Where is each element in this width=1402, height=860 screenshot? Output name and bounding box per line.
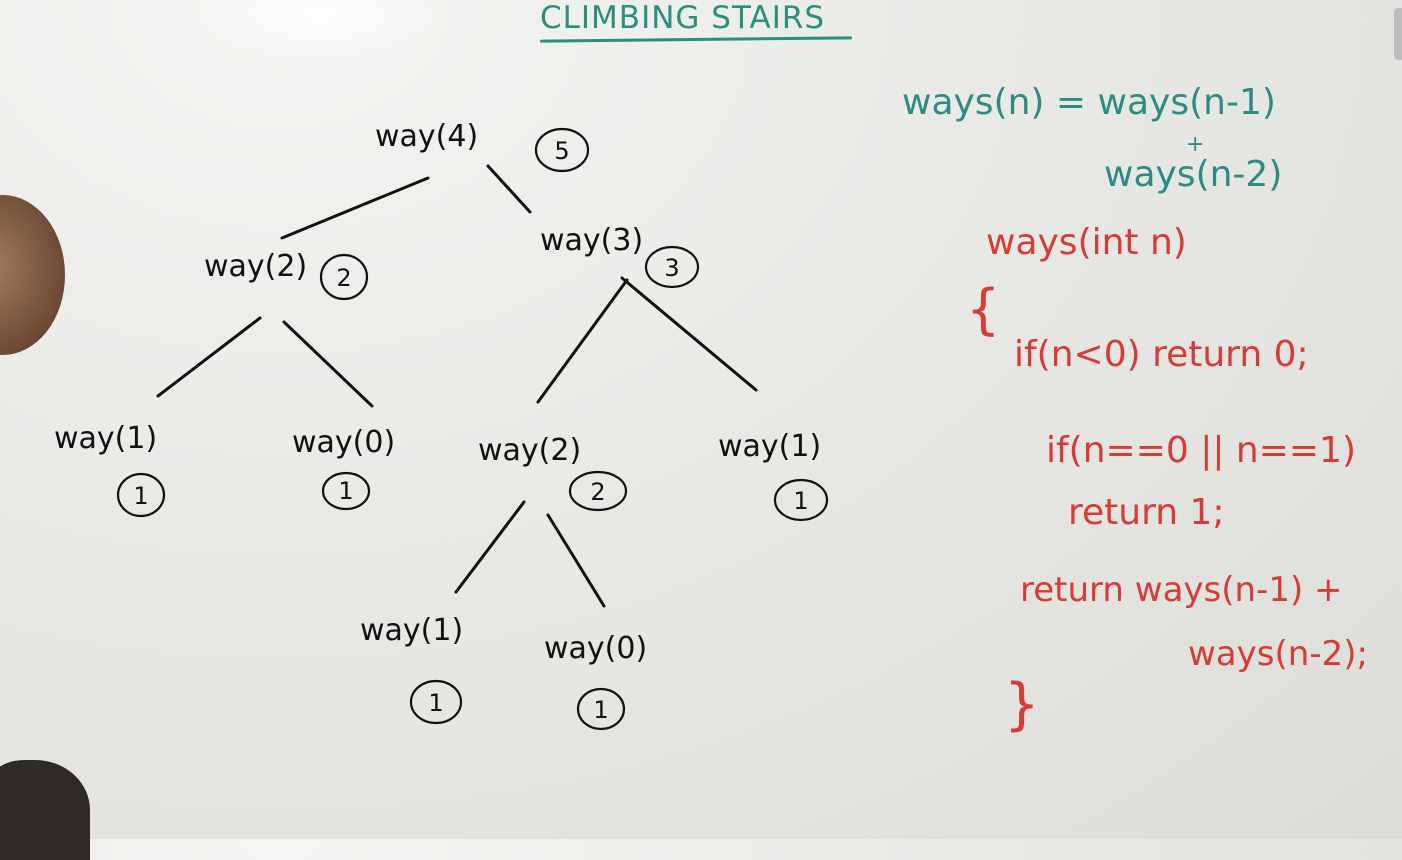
- value-circle: [319, 253, 369, 301]
- node-value: 3: [664, 254, 679, 282]
- value-circle: [644, 245, 700, 289]
- edge-2b-1: [454, 500, 526, 594]
- edge-4-3: [486, 164, 532, 214]
- recursion-tree: way(4) way(2) way(3) way(1) way(0) way(2…: [54, 119, 829, 731]
- code-line-2: if(n==0 || n==1): [1046, 430, 1357, 471]
- edge-4-2: [280, 176, 430, 240]
- code-signature: ways(int n): [986, 222, 1187, 263]
- node-label: way(1): [54, 421, 157, 456]
- code-line-4: return ways(n-1) +: [1020, 570, 1343, 610]
- code-close-brace: }: [1004, 672, 1040, 737]
- code-line-5: ways(n-2);: [1188, 634, 1368, 674]
- node-value: 2: [590, 478, 605, 506]
- code-line-1: if(n<0) return 0;: [1014, 334, 1309, 375]
- node-value: 1: [338, 477, 353, 505]
- code-open-brace: {: [966, 278, 1001, 341]
- code-line-3: return 1;: [1068, 492, 1225, 533]
- edge-2-0: [282, 320, 374, 408]
- value-circle: [116, 472, 166, 518]
- node-value: 1: [593, 696, 608, 724]
- value-circle: [773, 478, 829, 522]
- value-circle: [534, 127, 590, 173]
- node-label: way(1): [360, 613, 463, 648]
- node-label: way(2): [478, 433, 581, 468]
- node-value: 5: [554, 137, 569, 165]
- value-circle: [576, 687, 626, 731]
- edge-3-2: [536, 278, 629, 404]
- node-value: 1: [133, 482, 148, 510]
- node-label: way(1): [718, 429, 821, 464]
- value-circle: [321, 471, 371, 511]
- node-label: way(0): [544, 631, 647, 666]
- node-label: way(0): [292, 425, 395, 460]
- node-label: way(2): [204, 249, 307, 284]
- edge-2b-0: [546, 513, 606, 608]
- recurrence-line-2: ways(n-2): [1104, 154, 1283, 195]
- value-circle: [568, 470, 628, 512]
- edge-2-1: [156, 316, 262, 398]
- page-title: CLIMBING STAIRS: [540, 0, 826, 36]
- value-circle: [409, 679, 463, 725]
- edge-3-1: [620, 276, 758, 392]
- board-edge: [1394, 8, 1402, 60]
- node-value: 2: [336, 264, 351, 292]
- light-glare: [190, 0, 450, 60]
- recurrence-line-1: ways(n) = ways(n-1): [902, 82, 1276, 123]
- node-label: way(4): [375, 119, 478, 154]
- node-value: 1: [428, 689, 443, 717]
- recurrence-plus: +: [1186, 132, 1205, 157]
- node-label: way(3): [540, 223, 643, 258]
- node-value: 1: [793, 487, 808, 515]
